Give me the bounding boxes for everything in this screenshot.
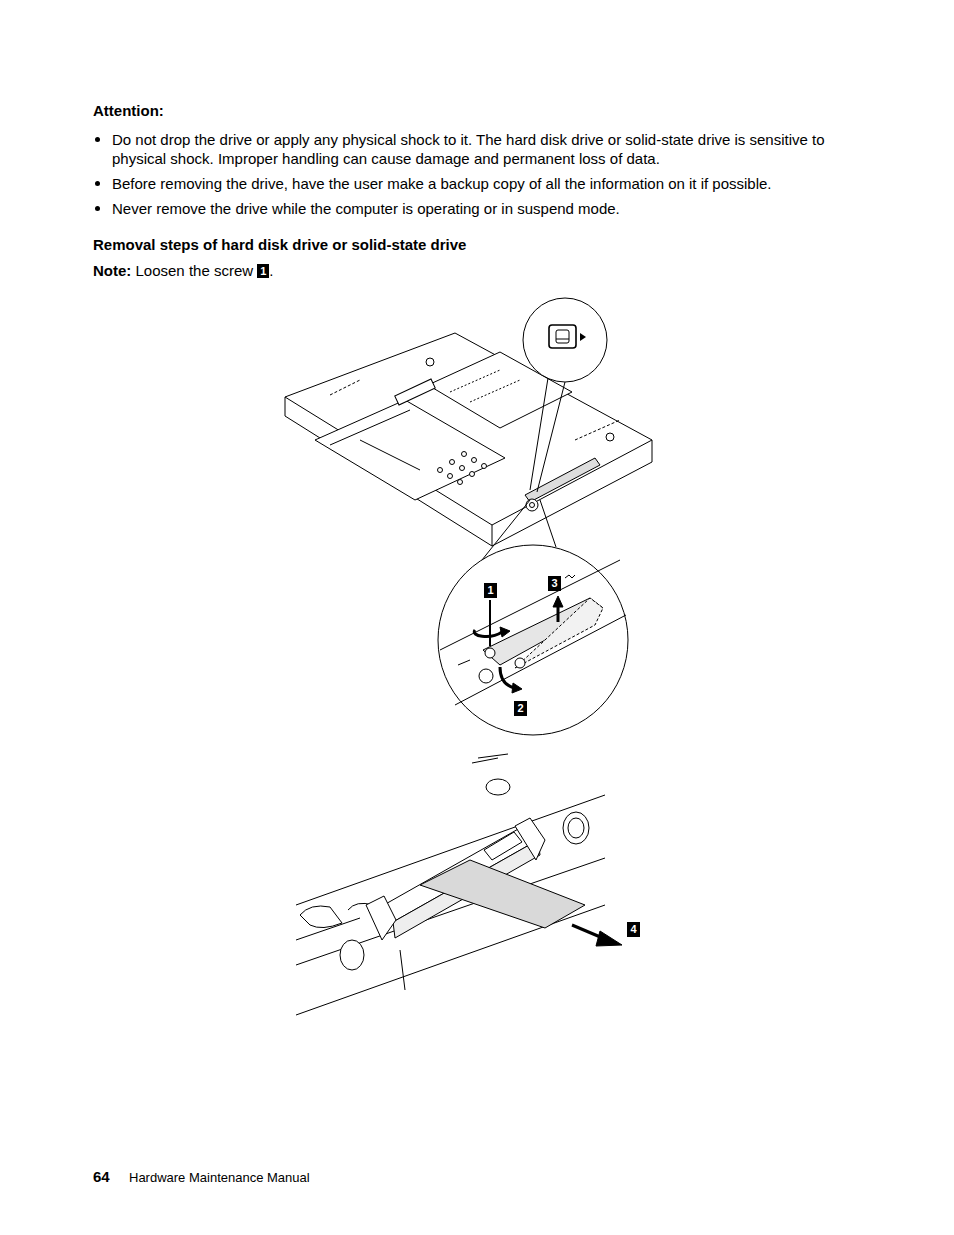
attention-heading: Attention: (93, 102, 164, 119)
bullet-text: Before removing the drive, have the user… (112, 175, 772, 192)
note-period: . (269, 262, 273, 279)
bullet-item: Before removing the drive, have the user… (93, 174, 853, 193)
bullet-dot (95, 137, 100, 142)
bullet-text: Never remove the drive while the compute… (112, 200, 620, 217)
callout-number: 2 (514, 701, 527, 716)
callout-number: 4 (627, 922, 640, 937)
bullet-text: Do not drop the drive or apply any physi… (112, 131, 825, 167)
bullet-list: Do not drop the drive or apply any physi… (93, 130, 853, 224)
footer-title: Hardware Maintenance Manual (129, 1170, 310, 1185)
note-line: Note: Loosen the screw 1. (93, 262, 273, 279)
page-number: 64 (93, 1168, 110, 1185)
bullet-dot (95, 206, 100, 211)
bullet-item: Do not drop the drive or apply any physi… (93, 130, 853, 168)
callout-number: 1 (257, 264, 269, 278)
section-heading: Removal steps of hard disk drive or soli… (93, 236, 466, 253)
note-text: Loosen the screw (136, 262, 254, 279)
callout-number: 1 (484, 583, 497, 598)
note-label: Note: (93, 262, 131, 279)
bullet-item: Never remove the drive while the compute… (93, 199, 853, 218)
callout-number: 3 (548, 576, 561, 591)
bullet-dot (95, 181, 100, 186)
